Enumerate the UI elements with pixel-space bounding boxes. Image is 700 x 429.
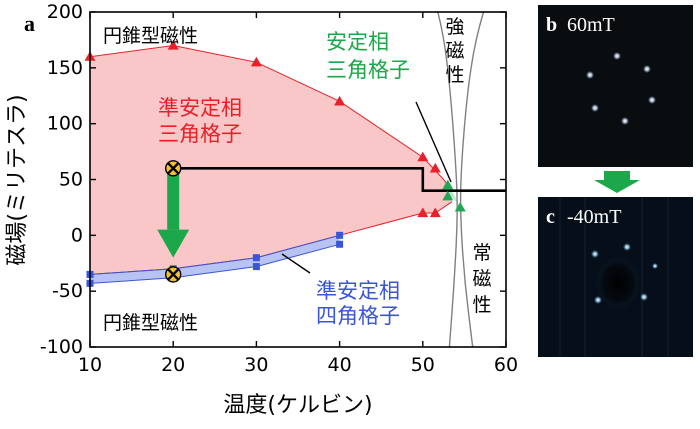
y-tick-label: 50 bbox=[59, 169, 83, 191]
region-label-ferromagnetic: 強 bbox=[445, 16, 464, 38]
stable-triangular-region bbox=[443, 185, 461, 208]
panel-label-a: a bbox=[24, 11, 35, 36]
diffraction-image-60mT: b 60mT bbox=[538, 5, 693, 167]
triangle-marker bbox=[429, 162, 441, 173]
diffraction-spots bbox=[586, 52, 656, 125]
stable-label-pointer bbox=[415, 101, 452, 183]
triangle-marker bbox=[417, 207, 429, 218]
square-marker bbox=[336, 240, 344, 248]
region-label-paramagnetic: 磁 bbox=[472, 268, 491, 290]
image-caption-minus40mT: -40mT bbox=[567, 206, 621, 228]
field-sweep-arrow bbox=[157, 172, 190, 258]
x-tick-label: 30 bbox=[244, 354, 268, 376]
metastable-triangular-region bbox=[90, 45, 452, 275]
beam-stop bbox=[596, 257, 640, 309]
region-label-ferromagnetic: 性 bbox=[445, 64, 464, 86]
region-label-stable-triangular: 三角格子 bbox=[326, 58, 410, 82]
diffraction-image-minus40mT: c -40mT bbox=[538, 197, 693, 357]
ferromagnetic-boundary-left bbox=[437, 11, 458, 348]
arrow-shaft bbox=[167, 172, 180, 230]
x-tick-label: 50 bbox=[411, 354, 435, 376]
axis-ticks bbox=[89, 11, 507, 348]
triangle-marker bbox=[442, 190, 454, 201]
image-caption-60mT: 60mT bbox=[567, 14, 615, 36]
x-tick-label: 60 bbox=[494, 354, 518, 376]
measurement-cross-markers bbox=[164, 160, 182, 283]
triangle-marker bbox=[334, 95, 346, 106]
down-arrow-icon bbox=[594, 171, 640, 193]
region-label-conical-top: 円錐型磁性 bbox=[103, 25, 198, 47]
region-label-metastable-square: 準安定相 bbox=[316, 279, 400, 303]
y-tick-label: 200 bbox=[47, 1, 83, 23]
square-upper-boundary bbox=[89, 234, 340, 275]
square-label-pointer bbox=[281, 253, 311, 274]
panel-label-b: b bbox=[546, 14, 557, 36]
region-label-metastable-triangular: 準安定相 bbox=[158, 96, 242, 120]
ferromagnetic-boundary-right bbox=[459, 11, 485, 348]
cross-marker-x bbox=[167, 268, 180, 281]
triangle-marker bbox=[429, 207, 441, 218]
region-label-conical-bottom: 円錐型磁性 bbox=[103, 312, 198, 334]
triangle-marker bbox=[167, 40, 179, 50]
region-label-stable-triangular: 安定相 bbox=[326, 30, 389, 54]
field-history-path bbox=[173, 167, 506, 192]
y-tick-label: 150 bbox=[47, 57, 83, 79]
y-axis-label: 磁場(ミリテスラ) bbox=[5, 94, 30, 265]
square-marker bbox=[252, 263, 260, 271]
y-tick-label: 100 bbox=[47, 113, 83, 135]
phase-diagram: 10 20 30 40 50 60 -100 -50 0 50 100 150 … bbox=[5, 1, 518, 418]
square-lower-boundary bbox=[89, 243, 340, 284]
panel-label-c: c bbox=[546, 206, 555, 228]
square-boundary-lines bbox=[89, 234, 340, 284]
region-label-ferromagnetic: 磁 bbox=[445, 40, 464, 62]
diffraction-spots bbox=[591, 243, 658, 304]
region-label-paramagnetic: 常 bbox=[472, 242, 491, 264]
region-label-metastable-triangular: 三角格子 bbox=[158, 122, 242, 146]
square-marker bbox=[336, 231, 344, 239]
metastable-square-band bbox=[90, 235, 340, 284]
cross-marker-x bbox=[167, 162, 180, 175]
y-tick-label: -100 bbox=[40, 336, 83, 358]
region-label-paramagnetic: 性 bbox=[472, 294, 491, 316]
triangle-marker bbox=[442, 179, 454, 190]
y-tick-label: -50 bbox=[52, 280, 83, 302]
cross-marker bbox=[164, 160, 182, 177]
arrow-head bbox=[157, 229, 190, 258]
triangle-marker bbox=[250, 56, 262, 67]
x-axis-label: 温度(ケルビン) bbox=[223, 393, 372, 418]
triangle-marker bbox=[454, 201, 466, 212]
region-label-metastable-square: 四角格子 bbox=[316, 304, 400, 328]
x-tick-label: 40 bbox=[328, 354, 352, 376]
square-marker bbox=[252, 254, 260, 262]
x-tick-label: 20 bbox=[161, 354, 185, 376]
triangle-marker bbox=[417, 151, 429, 162]
y-tick-label: 0 bbox=[71, 224, 83, 246]
x-tick-label: 10 bbox=[78, 354, 102, 376]
cross-marker bbox=[164, 266, 182, 283]
